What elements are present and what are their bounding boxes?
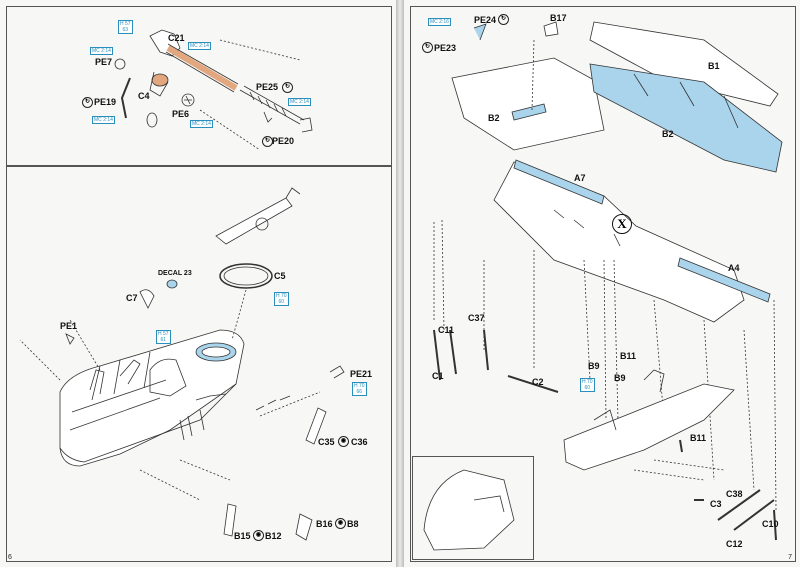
- ref-h70-66: H 70 66: [352, 382, 367, 396]
- label-b15: B15: [234, 531, 251, 541]
- inset-frame: [412, 456, 534, 560]
- bend-icon: ↻: [422, 42, 433, 53]
- label-b12: B12: [265, 531, 282, 541]
- ref-line: 60: [584, 385, 591, 391]
- ref-mc214: MC 2:14: [188, 42, 211, 50]
- label-c35: C35: [318, 437, 335, 447]
- ref-line: H 57: [120, 21, 131, 27]
- ref-line: 61: [160, 337, 167, 343]
- ref-line: H 57: [158, 331, 169, 337]
- label-pe25: PE25: [256, 82, 279, 92]
- page-number-left: 6: [8, 554, 12, 561]
- label-b11-lower: B11: [690, 433, 707, 443]
- label-b9-lower: B9: [614, 373, 626, 383]
- glue-icon: ◉: [338, 436, 349, 447]
- label-c21: C21: [168, 33, 185, 43]
- ref-line: 60: [278, 299, 285, 305]
- label-c1: C1: [432, 371, 444, 381]
- label-pe7: PE7: [95, 57, 113, 67]
- label-pe23: PE23: [434, 43, 457, 53]
- label-c4: C4: [138, 91, 150, 101]
- ref-h57-63: H 57 63: [118, 20, 133, 34]
- label-c7: C7: [126, 293, 138, 303]
- page-number-right: 7: [788, 554, 792, 561]
- label-a4: A4: [728, 263, 740, 273]
- label-c37: C37: [468, 313, 485, 323]
- label-c2: C2: [532, 377, 544, 387]
- label-pe20: PE20: [272, 136, 295, 146]
- bottom-frame: [6, 166, 392, 562]
- label-b2-wing: B2: [662, 129, 674, 139]
- label-c11: C11: [438, 325, 455, 335]
- bend-icon: ↻: [262, 136, 273, 147]
- label-b9-upper: B9: [588, 361, 600, 371]
- left-diagram: [19, 29, 345, 541]
- label-decal-23: DECAL 23: [158, 270, 192, 277]
- label-c12: C12: [726, 539, 743, 549]
- ref-mc214: MC 2:14: [92, 116, 115, 124]
- bend-icon: ↻: [82, 97, 93, 108]
- label-pe24: PE24: [474, 15, 497, 25]
- glue-icon: ◉: [335, 518, 346, 529]
- bend-icon: ↻: [498, 14, 509, 25]
- ref-h70-60-b9: H 70 60: [580, 378, 595, 392]
- label-b17: B17: [550, 13, 567, 23]
- label-pe1: PE1: [60, 321, 78, 331]
- bend-icon: ↻: [282, 82, 293, 93]
- label-b2-floor: B2: [488, 113, 500, 123]
- label-pe6: PE6: [172, 109, 190, 119]
- ref-line: H 70: [276, 293, 287, 299]
- label-b1: B1: [708, 61, 720, 71]
- right-frame: [410, 6, 796, 562]
- ref-h70-60: H 70 60: [274, 292, 289, 306]
- label-a7: A7: [574, 173, 586, 183]
- page-gutter: [396, 0, 404, 567]
- ref-line: H 70: [354, 383, 365, 389]
- label-c10: C10: [762, 519, 779, 529]
- ref-mc216: MC 2:16: [428, 18, 451, 26]
- ref-mc214: MC 2:14: [90, 47, 113, 55]
- ref-line: H 70: [582, 379, 593, 385]
- ref-h57-61: H 57 61: [156, 330, 171, 344]
- label-b8: B8: [347, 519, 359, 529]
- instruction-page-left: C21 PE7 C4 PE19 PE6 PE25 PE20 ↻ ↻ ↻ H 57…: [0, 0, 396, 567]
- label-pe19: PE19: [94, 97, 117, 107]
- glue-icon: ◉: [253, 530, 264, 541]
- ref-mc214: MC 2:14: [190, 120, 213, 128]
- right-diagram: [423, 21, 783, 551]
- step-x-marker: X: [612, 214, 632, 234]
- label-b16: B16: [316, 519, 333, 529]
- label-c36: C36: [351, 437, 368, 447]
- instruction-page-right: PE24 ↻ B17 ↻ PE23 B1 B2 B2 A7 X A4 C11 C…: [404, 0, 800, 567]
- ref-line: 63: [122, 27, 129, 33]
- label-c38: C38: [726, 489, 743, 499]
- label-pe21: PE21: [350, 369, 373, 379]
- ref-line: 66: [356, 389, 363, 395]
- top-frame: [6, 6, 392, 166]
- label-c5: C5: [274, 271, 286, 281]
- ref-mc214: MC 2:14: [288, 98, 311, 106]
- label-c3: C3: [710, 499, 722, 509]
- label-b11-upper: B11: [620, 351, 637, 361]
